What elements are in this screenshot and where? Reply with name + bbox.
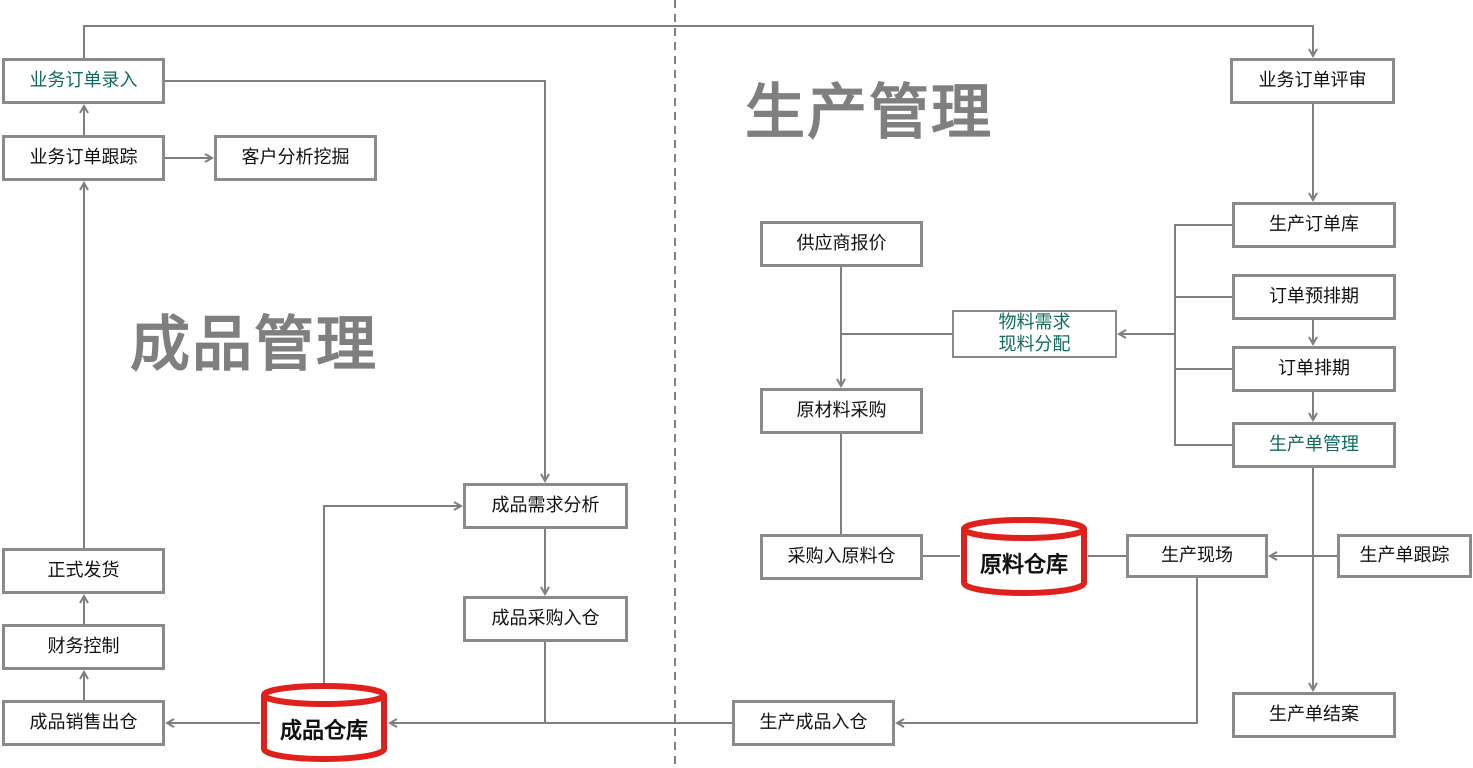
node-prod-order-lib: 生产订单库 (1232, 202, 1396, 248)
material-req-line2: 现料分配 (998, 334, 1071, 355)
node-sales-out: 成品销售出仓 (2, 700, 165, 746)
node-customer-mining: 客户分析挖掘 (214, 135, 377, 181)
node-schedule: 订单排期 (1232, 346, 1396, 392)
node-demand-analysis: 成品需求分析 (463, 483, 628, 529)
finished-warehouse-cylinder: 成品仓库 (260, 683, 388, 763)
node-raw-in: 采购入原料仓 (760, 534, 923, 580)
node-prod-close: 生产单结案 (1232, 692, 1396, 738)
node-material-req: 物料需求 现料分配 (952, 310, 1117, 358)
node-prod-mgmt: 生产单管理 (1232, 422, 1396, 468)
node-raw-purchase: 原材料采购 (760, 388, 923, 434)
node-order-review: 业务订单评审 (1230, 58, 1395, 104)
node-order-entry: 业务订单录入 (2, 58, 165, 104)
node-purchase-in: 成品采购入仓 (463, 596, 628, 642)
node-order-track: 业务订单跟踪 (2, 135, 165, 181)
section-title-production: 生产管理 (745, 78, 993, 148)
node-supplier-quote: 供应商报价 (760, 221, 923, 267)
node-production-in: 生产成品入仓 (732, 700, 895, 746)
database-icon (961, 517, 1087, 596)
node-shipping: 正式发货 (2, 548, 165, 594)
node-shop-floor: 生产现场 (1126, 534, 1268, 578)
database-icon (261, 683, 387, 762)
node-prod-track: 生产单跟踪 (1337, 534, 1472, 578)
material-req-line1: 物料需求 (998, 312, 1071, 333)
node-pre-schedule: 订单预排期 (1232, 274, 1396, 320)
section-title-finished: 成品管理 (130, 310, 378, 380)
node-finance: 财务控制 (2, 624, 165, 670)
raw-warehouse-label: 原料仓库 (979, 553, 1068, 578)
raw-warehouse-cylinder: 原料仓库 (960, 517, 1088, 597)
finished-warehouse-label: 成品仓库 (279, 719, 368, 744)
